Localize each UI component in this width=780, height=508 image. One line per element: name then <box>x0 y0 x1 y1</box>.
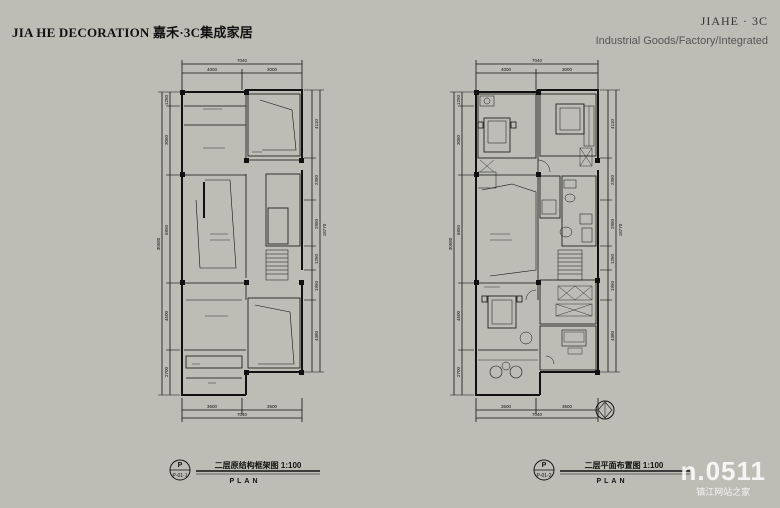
brand-right-title: JIAHE · 3C <box>700 14 768 28</box>
plan1-dim-left-4: 4500 <box>164 310 169 321</box>
watermark-logo-text: n.0511 <box>680 456 766 486</box>
plan2-dim-right-2: 2350 <box>610 174 615 185</box>
plan-structural: 7040 4000 3000 <box>156 58 327 485</box>
plan1-dim-left-2: 3050 <box>164 134 169 145</box>
plan1-dim-bottom-b: 3600 <box>267 404 278 409</box>
plan1-dim-left-total: 30580 <box>156 237 161 250</box>
plan2-dim-right-5: 1950 <box>610 280 615 291</box>
plan1-dim-right-4: 1250 <box>314 253 319 264</box>
plan2-dim-left-5: 2700 <box>456 366 461 377</box>
plan1-dim-left-3: 6850 <box>164 224 169 235</box>
plan2-dim-left-2: 3050 <box>456 134 461 145</box>
plan2-dim-right-total: 18770 <box>618 223 623 236</box>
plan2-dim-bottom-a: 3600 <box>501 404 512 409</box>
plan1-label-symbol: P <box>178 462 183 469</box>
north-arrow-icon <box>595 400 615 420</box>
plan1-dim-bottom-a: 3600 <box>207 404 218 409</box>
watermark-logo: n.0511 镇江网站之家 <box>680 456 766 498</box>
plan2-label-plan: PLAN <box>596 478 627 485</box>
plan1-dim-top-b: 3000 <box>267 67 278 72</box>
plan2-label-title: 二层平面布置图 1:100 <box>585 460 664 470</box>
plan2-dim-top-total: 7040 <box>532 58 543 63</box>
brand-left-title: JIA HE DECORATION 嘉禾·3C集成家居 <box>12 25 253 40</box>
plan2-dim-top-a: 4000 <box>501 67 512 72</box>
plan2-label-symbol: P <box>542 462 547 469</box>
brand-right-block: JIAHE · 3C Industrial Goods/Factory/Inte… <box>596 14 768 47</box>
plan1-label-title: 二层原结构框架图 1:100 <box>215 460 302 470</box>
plan1-dim-right-1: 4110 <box>314 119 319 129</box>
plan2-dim-left-3: 6850 <box>456 224 461 235</box>
plan1-label-plan: PLAN <box>229 478 260 485</box>
plan2-dim-left-total: 30580 <box>448 237 453 250</box>
plan-layout: 7040 4000 3000 <box>448 58 690 485</box>
plan2-dim-right-4: 1250 <box>610 253 615 264</box>
plan1-dim-right-3: 2950 <box>314 218 319 229</box>
plan2-dim-right-1: 4110 <box>610 119 615 129</box>
plan1-dim-right-2: 2350 <box>314 174 319 185</box>
plan1-dim-bottom-total: 7040 <box>237 412 248 417</box>
plan2-dim-bottom-total: 7040 <box>532 412 543 417</box>
plan1-label-code: P-01-1 <box>172 473 187 479</box>
plan2-dim-bottom-b: 3600 <box>562 404 573 409</box>
plan1-dim-top-a: 4000 <box>207 67 218 72</box>
plan2-dim-top-b: 3000 <box>562 67 573 72</box>
brand-right-subtitle: Industrial Goods/Factory/Integrated <box>595 35 768 47</box>
watermark-subtitle: 镇江网站之家 <box>696 487 751 497</box>
plan2-dim-left-4: 4500 <box>456 310 461 321</box>
plan1-dim-right-6: 4380 <box>314 330 319 341</box>
plan2-dim-left-1: 1250 <box>456 94 461 105</box>
plan1-dim-left-5: 2700 <box>164 366 169 377</box>
plan2-label-code: P-01-2 <box>536 473 551 479</box>
plan2-dim-right-3: 2950 <box>610 218 615 229</box>
plan1-dim-right-5: 1950 <box>314 280 319 291</box>
plan1-dim-top-total: 7040 <box>237 58 248 63</box>
plan1-dim-right-total: 18770 <box>322 223 327 236</box>
plan2-dim-right-6: 4380 <box>610 330 615 341</box>
plan1-dim-left-1: 1250 <box>164 94 169 105</box>
